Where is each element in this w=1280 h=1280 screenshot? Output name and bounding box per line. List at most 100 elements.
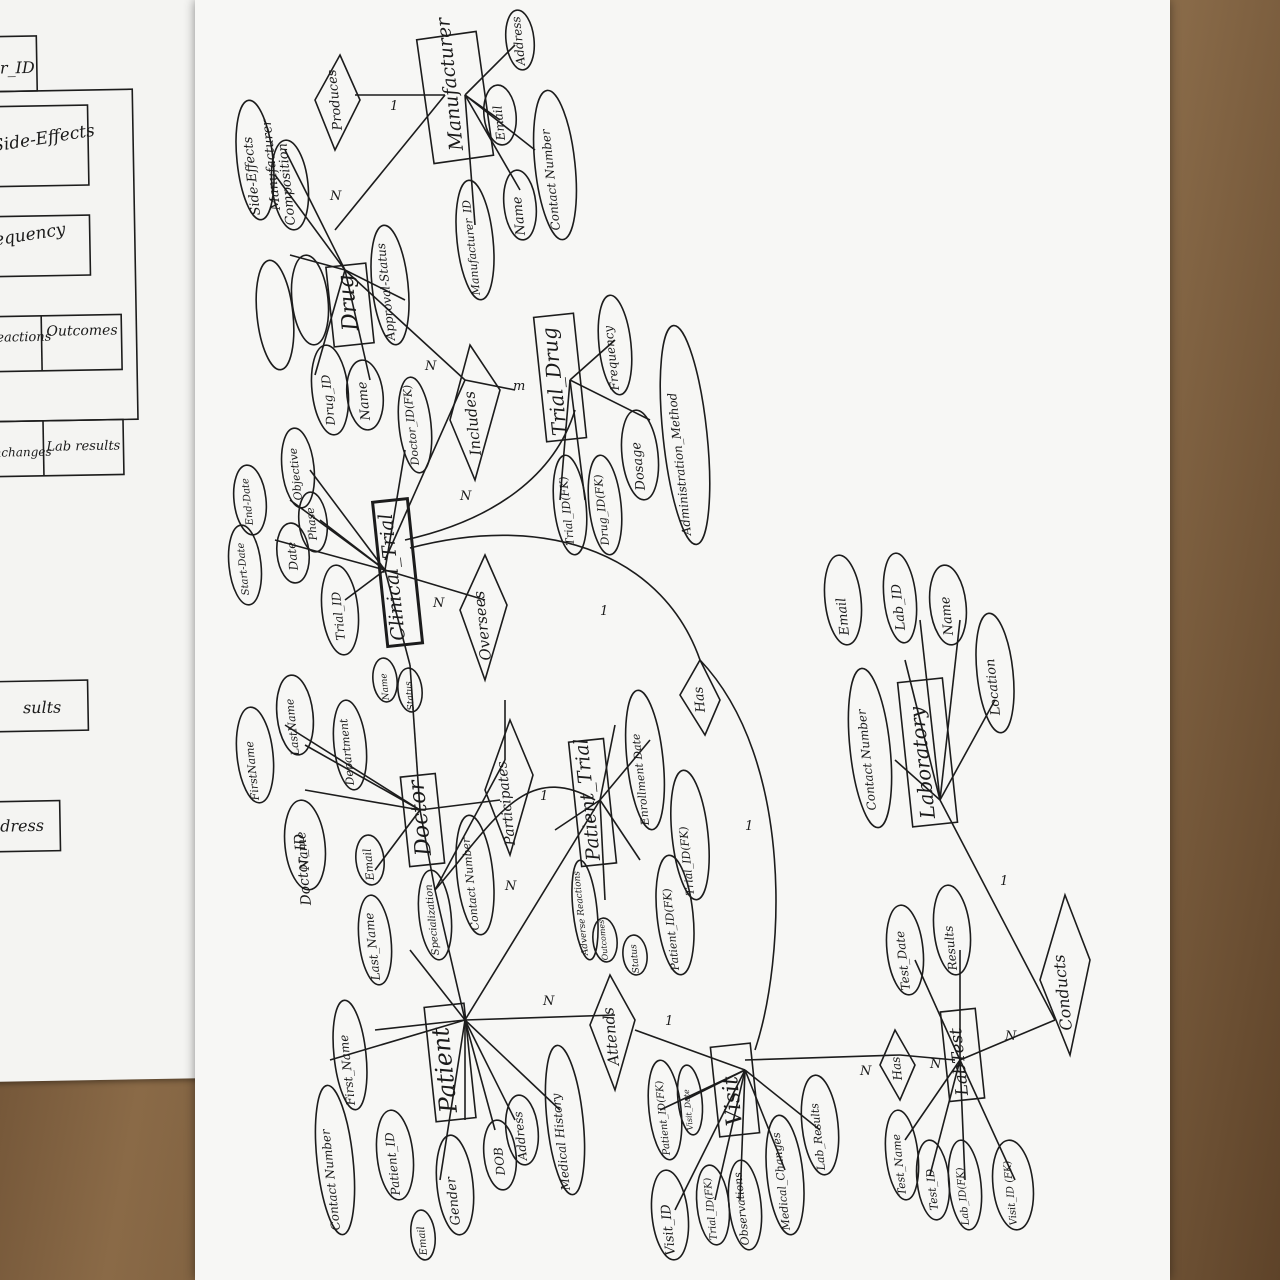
attr-doctor-firstname: FirstName: [243, 740, 262, 802]
attr-doctor-department: Department: [337, 717, 357, 787]
left-fragment-3: Reactions: [0, 330, 52, 346]
card-labtest-conducts: N: [1004, 1029, 1017, 1044]
attr-trial-name: Name: [379, 673, 392, 702]
entity-visit: Visit: [718, 1075, 748, 1127]
entity-labtest: LabTest: [946, 1027, 973, 1098]
rel-oversees: Oversees: [470, 590, 495, 662]
attr-pt-enrollment-date: Enrollment Date: [629, 732, 652, 827]
card-drug-includes: N: [424, 359, 437, 374]
attr-doctor-id: Doctor_ID: [292, 833, 316, 907]
card-doctor-participates: 1: [540, 789, 548, 804]
attr-labtest-results: Results: [941, 925, 960, 972]
attr-labtest-test-date: Test_Date: [893, 930, 913, 991]
attr-trial-phase: Phase: [304, 506, 321, 542]
attr-visit-id: Visit_ID: [659, 1203, 679, 1256]
left-sheet-drawing: tor_ID Side-Effects requency Reactions O…: [0, 35, 139, 853]
left-fragment-1: Side-Effects: [0, 121, 96, 157]
card-doctor-n: N: [504, 879, 517, 894]
left-fragment-2: requency: [0, 219, 67, 251]
entity-manufacturer: Manufacturer: [432, 15, 468, 153]
left-fragment-8: ldress: [0, 816, 44, 836]
attr-labtest-test-id: Test_ID: [924, 1168, 941, 1211]
attr-visit-date: Visit_Date: [682, 1089, 695, 1131]
attribute-shapes: [227, 9, 1035, 1261]
attr-trial-objective: Objective: [286, 447, 304, 501]
attr-pt-trial-id: Trial_ID(FK): [677, 826, 697, 896]
attr-patient-dob: DOB: [491, 1146, 508, 1177]
attr-patient-id: Patient_ID: [382, 1131, 403, 1197]
attr-patient-gender: Gender: [444, 1175, 464, 1226]
attr-trial-date: Date: [284, 541, 301, 572]
entity-trial-drug: Trial_Drug: [537, 326, 572, 437]
attr-visit-medical-changes: Medical_Changes: [770, 1131, 793, 1232]
entity-shapes: [325, 30, 986, 1138]
attr-manufacturer-contact: Contact Number: [538, 127, 563, 231]
attr-pt-status: Status: [629, 943, 642, 973]
card-visit-attends: 1: [665, 1014, 673, 1029]
connector-lines: [274, 44, 1056, 1211]
attr-pt-outcomes: Outcomes: [597, 919, 610, 960]
attr-patient-address: Address: [511, 1111, 530, 1162]
attr-drug-approval-status: Approval-Status: [374, 242, 398, 342]
card-labtest-n: N: [929, 1057, 942, 1072]
attr-drug-id: Drug_ID: [319, 373, 338, 427]
card-patient-attends: N: [542, 994, 555, 1009]
left-fragment-6: Lab results: [45, 438, 120, 454]
left-fragment-0: tor_ID: [0, 58, 35, 78]
left-fragment-4: Outcomes: [46, 323, 117, 340]
rel-has-trial-visit: Has: [691, 686, 709, 715]
attr-pt-adverse-reactions: Adverse Reactions: [572, 870, 591, 957]
card-drug-produces: N: [329, 189, 342, 204]
attr-trial-id: Trial_ID: [329, 591, 348, 642]
card-visit-n: N: [859, 1064, 872, 1079]
rel-includes: Includes: [460, 390, 485, 457]
card-trial-has: 1: [600, 604, 608, 619]
card-trial-oversees: N: [432, 596, 445, 611]
attr-manufacturer-email: Email: [490, 105, 508, 142]
attr-drug-side-effects: Side-Effects: [241, 136, 264, 217]
attr-patient-medical-history: Medical History: [549, 1093, 573, 1193]
attr-labtest-visit-id: Visit_ID (FK): [1002, 1160, 1020, 1226]
er-diagram-paper: Manufacturer Drug Trial_Drug Clinical_Tr…: [195, 0, 1170, 1280]
er-diagram: Manufacturer Drug Trial_Drug Clinical_Tr…: [227, 9, 1091, 1261]
left-paper-sheet: tor_ID Side-Effects requency Reactions O…: [0, 0, 215, 1082]
card-trialdrug-includes: m: [513, 379, 525, 394]
attr-patient-first-name: First_Name: [337, 1034, 358, 1107]
attr-lab-location: Location: [983, 658, 1004, 717]
card-lab-conducts: 1: [1000, 874, 1008, 889]
left-fragment-7: sults: [23, 698, 62, 718]
attr-trialdrug-admin-method: Administration_Method: [665, 392, 694, 537]
rel-has-visit-labtest: Has: [889, 1056, 906, 1082]
attr-manufacturer-id: Manufacturer_ID: [460, 199, 483, 297]
entity-doctor: Doctor: [404, 778, 437, 858]
attr-manufacturer-name: Name: [510, 195, 529, 237]
attr-manufacturer-address: Address: [509, 16, 528, 67]
attr-doctor-name: Name: [294, 830, 313, 872]
relationship-shapes: [314, 53, 1091, 1102]
attr-lab-email: Email: [834, 597, 853, 637]
attr-patient-contact: Contact Number: [318, 1127, 343, 1231]
attr-patient-last-name: Last_Name: [362, 912, 383, 982]
attr-trial-start-date: Start-Date: [236, 542, 252, 596]
left-fragment-5: ionchanges: [0, 445, 52, 460]
attr-trial-status: Status: [404, 680, 417, 710]
rel-participates: Participates: [494, 760, 519, 847]
card-visit-has: 1: [745, 819, 753, 834]
attr-patient-email: Email: [416, 1226, 430, 1257]
rel-conducts: Conducts: [1049, 954, 1076, 1032]
attr-doctor-contact: Contact Number: [459, 836, 482, 931]
card-manufacturer-produces: 1: [390, 99, 398, 114]
attr-trialdrug-frequency: Frequency: [601, 325, 622, 392]
attr-doctor-lastname: LastName: [283, 697, 302, 757]
attr-visit-observations: Observations: [731, 1171, 752, 1246]
entity-patient: Patient: [426, 1025, 463, 1115]
attr-lab-id: Lab_ID: [889, 583, 909, 633]
attr-pt-patient-id: Patient_ID(FK): [660, 888, 682, 972]
attr-doctor-email: Email: [361, 847, 377, 882]
attr-labtest-test-name: Test_Name: [890, 1133, 909, 1196]
attr-trial-end-date: End-Date: [240, 477, 256, 526]
attr-trialdrug-dosage: Dosage: [629, 441, 649, 492]
attr-drug-name: Name: [355, 380, 374, 422]
entity-drug: Drug: [333, 273, 364, 333]
rel-produces: Produces: [325, 68, 346, 132]
